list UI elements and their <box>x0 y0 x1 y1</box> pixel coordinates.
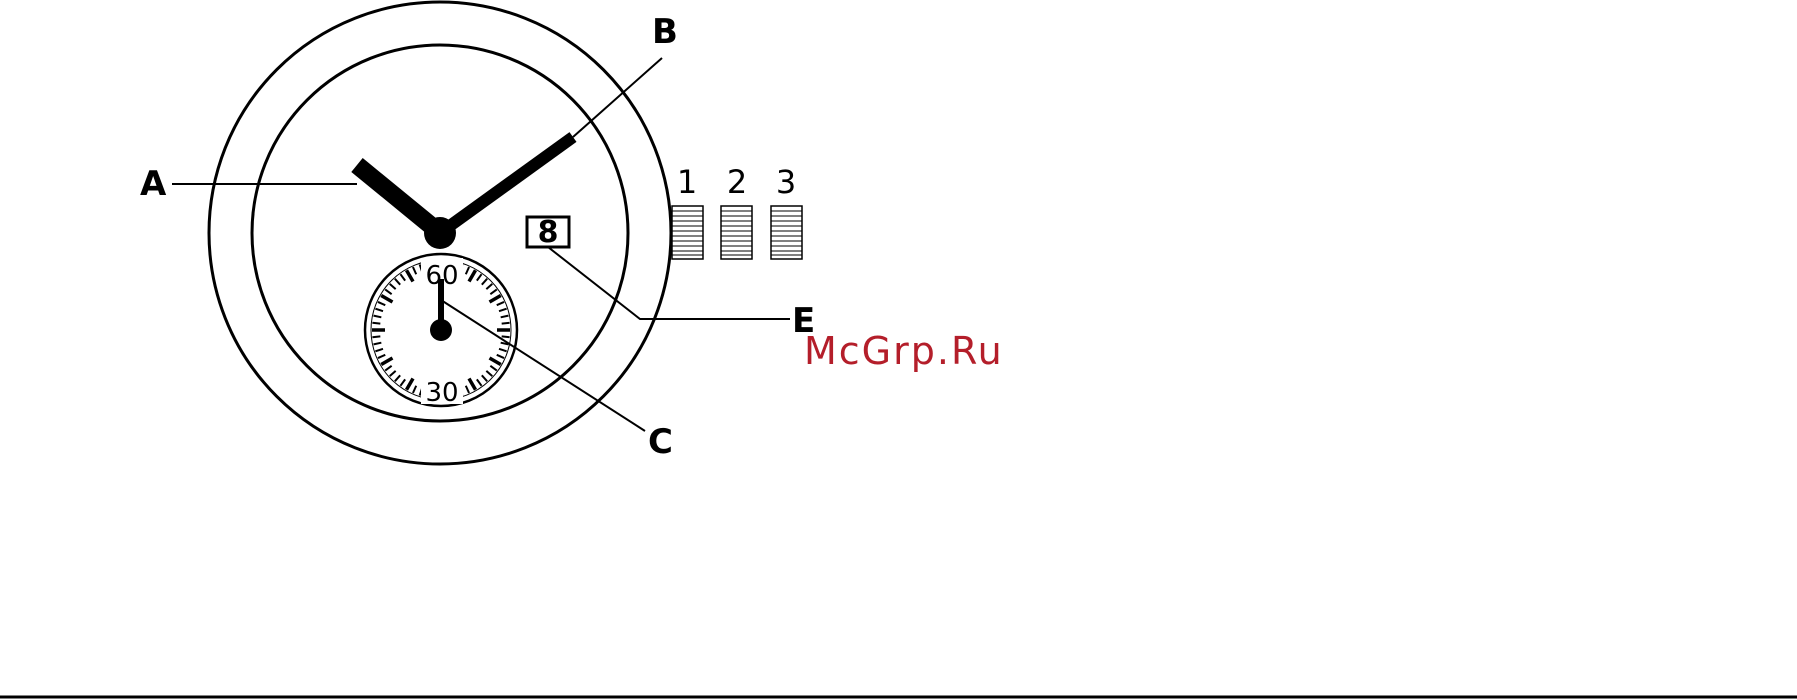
seconds-hand-pivot <box>430 319 452 341</box>
label-b: B <box>652 12 678 52</box>
crown-label-2: 2 <box>727 163 747 201</box>
crown-label-3: 3 <box>776 163 796 201</box>
crown-position-3: 3 <box>771 163 802 259</box>
crown-position-2: 2 <box>721 163 752 259</box>
seconds-subdial: 60 30 <box>365 254 517 408</box>
crown-label-1: 1 <box>677 163 697 201</box>
date-window: 8 <box>527 215 569 250</box>
subdial-tick <box>502 336 510 337</box>
subdial-tick <box>372 336 380 337</box>
subdial-tick <box>372 323 380 324</box>
hand-pivot <box>424 217 456 249</box>
label-c: C <box>648 422 673 462</box>
hour-hand <box>357 165 440 233</box>
watermark: McGrp.Ru <box>804 329 1004 373</box>
label-a: A <box>140 164 167 204</box>
subdial-label-30: 30 <box>425 378 458 408</box>
subdial-tick <box>502 323 510 324</box>
crown-positions: 1 2 3 <box>672 163 802 259</box>
leader-b <box>573 58 662 137</box>
crown-position-1: 1 <box>672 163 703 259</box>
date-window-digit: 8 <box>538 215 559 250</box>
